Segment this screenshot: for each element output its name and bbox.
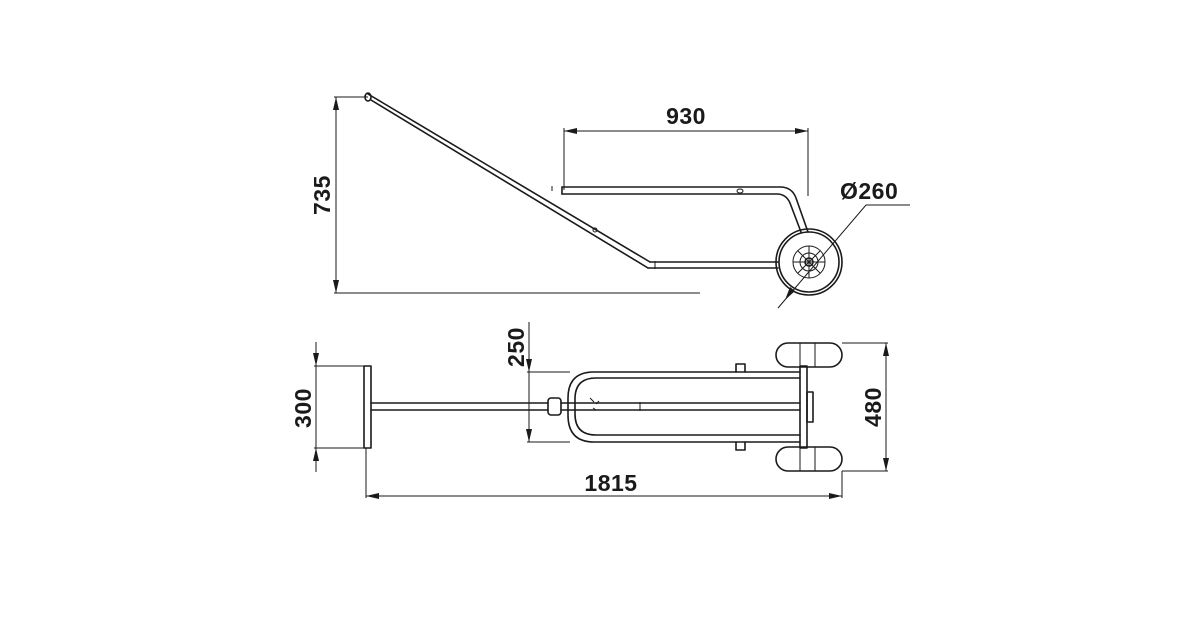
dim-930-label: 930 bbox=[666, 103, 706, 129]
dim-300-label: 300 bbox=[290, 388, 316, 428]
dim-1815-label: 1815 bbox=[584, 470, 637, 496]
top-u-frame bbox=[567, 363, 801, 451]
dim-480: 480 bbox=[842, 342, 889, 472]
side-handle bbox=[364, 92, 779, 269]
dim-735: 735 bbox=[309, 96, 700, 294]
dim-930: 930 bbox=[563, 103, 809, 196]
dim-wheel-diameter-label: Ø260 bbox=[840, 178, 898, 204]
top-wheel-upper bbox=[775, 342, 843, 368]
dim-250: 250 bbox=[503, 322, 570, 443]
top-shaft bbox=[370, 397, 801, 416]
top-wheel-lower bbox=[775, 446, 843, 472]
top-axle bbox=[799, 365, 814, 449]
dim-1815: 1815 bbox=[365, 448, 843, 499]
dim-wheel-diameter: Ø260 bbox=[777, 178, 910, 309]
side-view: 735 930 Ø260 bbox=[309, 92, 910, 309]
top-handle-crossbar bbox=[363, 365, 372, 449]
side-frame bbox=[551, 186, 809, 233]
dim-480-label: 480 bbox=[860, 387, 886, 427]
dim-300: 300 bbox=[290, 342, 364, 472]
dim-250-label: 250 bbox=[503, 327, 529, 367]
side-wheel bbox=[775, 228, 843, 296]
top-view: 300 250 480 1815 bbox=[290, 322, 889, 499]
dim-735-label: 735 bbox=[309, 175, 335, 215]
